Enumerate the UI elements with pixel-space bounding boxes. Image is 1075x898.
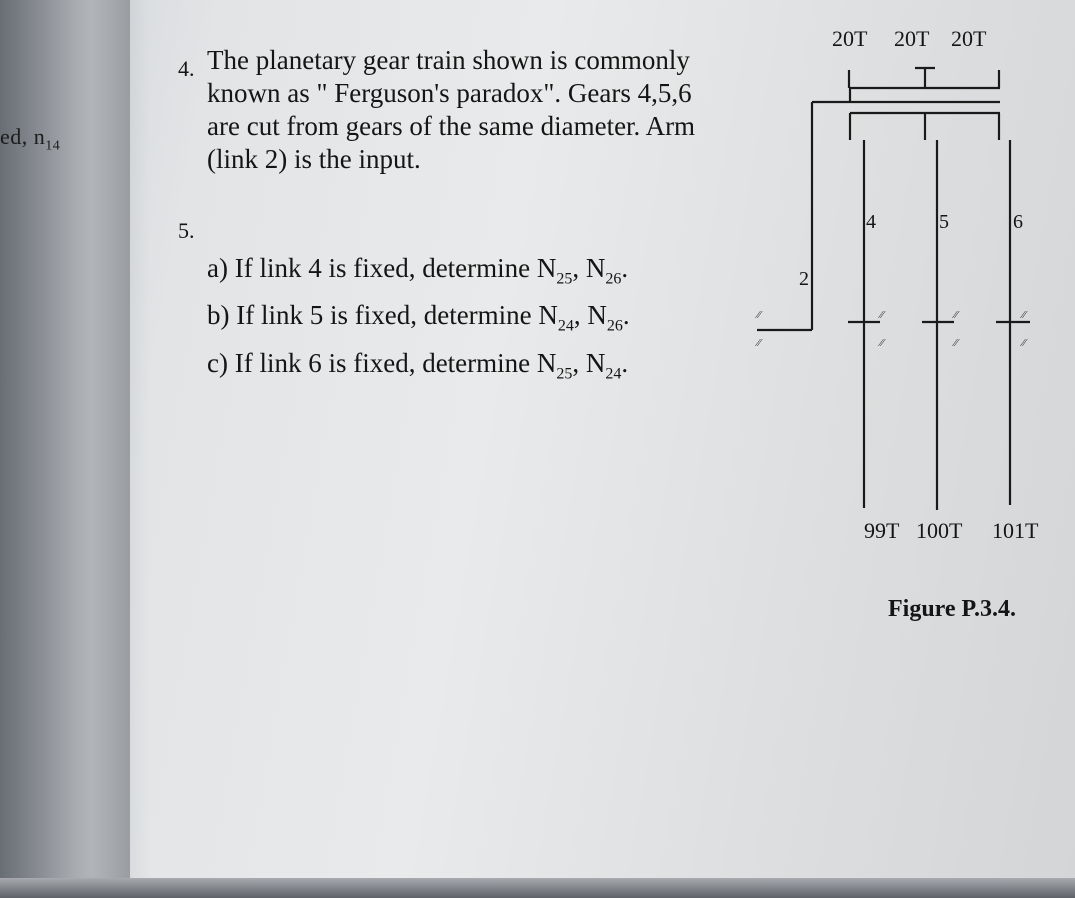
figure-caption: Figure P.3.4. [888,596,1017,622]
link-2-label: 2 [799,268,809,290]
gear-teeth-label: 99T [864,518,900,543]
problem-5-parts: a) If link 4 is fixed, determine N25, N2… [207,250,630,392]
part-a: a) If link 4 is fixed, determine N25, N2… [207,253,629,288]
ground-hatch: ⁄⁄ [755,309,763,321]
link-4-label: 4 [866,211,876,233]
ground-hatch: ⁄⁄ [878,337,886,349]
page-gutter-shadow [0,0,150,898]
link-6-label: 6 [1013,211,1023,233]
ground-hatch: ⁄⁄ [952,309,960,321]
ground-hatch: ⁄⁄ [1020,337,1028,349]
ground-hatch: ⁄⁄ [952,337,960,349]
gear-teeth-label: 20T [951,26,987,51]
gear-teeth-label: 20T [832,26,868,51]
problem-number: 5. [178,218,195,243]
ground-hatch: ⁄⁄ [755,337,763,349]
page-bottom-edge [0,878,1075,898]
problem-number: 4. [178,56,195,81]
part-b: b) If link 5 is fixed, determine N24, N2… [207,300,630,335]
problem-text: The planetary gear train shown is common… [207,45,696,174]
ground-hatch: ⁄⁄ [1020,309,1028,321]
ground-hatch: ⁄⁄ [878,309,886,321]
gear-teeth-label: 20T [894,26,930,51]
part-c: c) If link 6 is fixed, determine N25, N2… [207,347,629,383]
gear-teeth-label: 101T [992,518,1039,543]
gear-teeth-label: 100T [916,518,963,543]
link-5-label: 5 [939,211,949,233]
previous-page-text-fragment: ed, n14 [0,124,61,154]
